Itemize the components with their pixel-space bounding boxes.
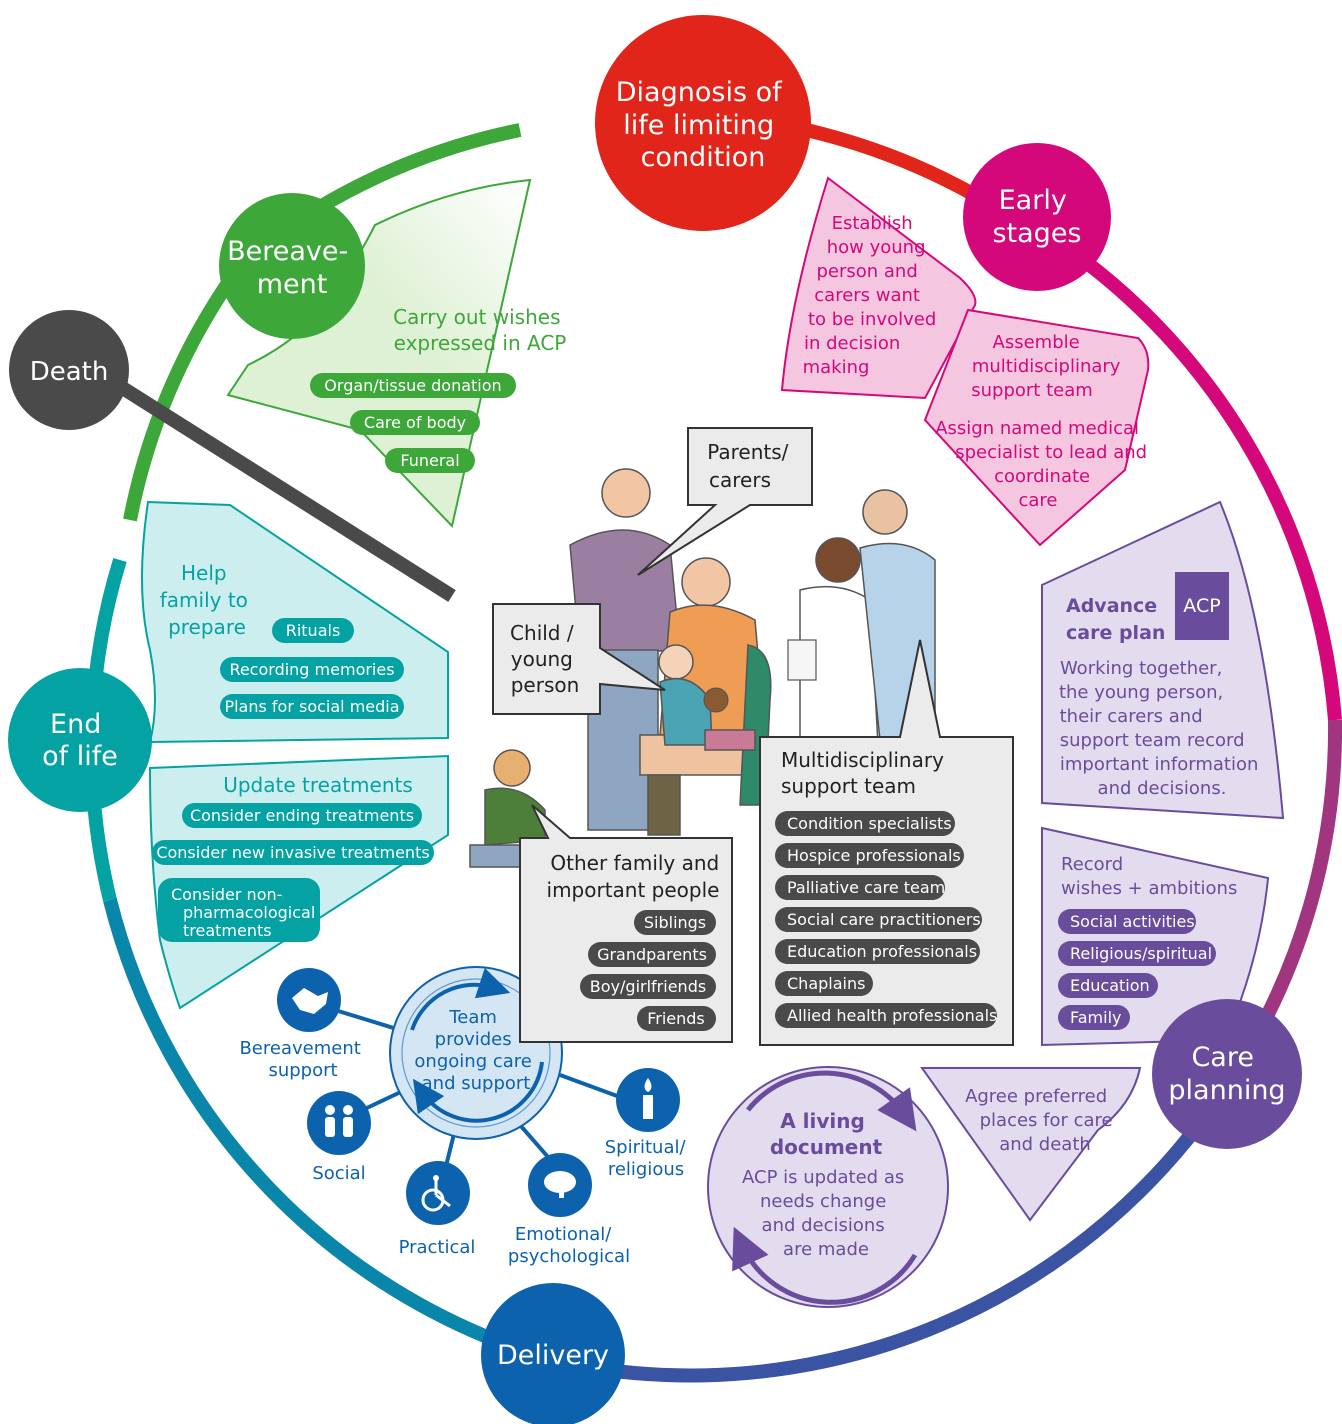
acp-badge xyxy=(1175,572,1229,640)
svg-text:Rituals: Rituals xyxy=(286,621,341,640)
svg-text:Friends: Friends xyxy=(647,1009,705,1028)
carry-out-items: Organ/tissue donation Care of body Funer… xyxy=(310,373,516,473)
svg-text:Consider ending treatments: Consider ending treatments xyxy=(190,806,414,825)
svg-text:Education: Education xyxy=(1070,976,1150,995)
svg-text:Multidisciplinary suppor: Multidisciplinary support team xyxy=(781,748,950,798)
wheelchair-icon xyxy=(421,1180,451,1212)
svg-text:Religious/spiritual: Religious/spiritual xyxy=(1070,944,1212,963)
stage-diagnosis: Diagnosis of life limiting condition xyxy=(595,15,811,231)
svg-text:Bereavement support: Bereavement support xyxy=(239,1038,366,1081)
establish-panel xyxy=(780,176,977,400)
help-family-title: Help family to prepare xyxy=(160,561,255,639)
delivery-label: Delivery xyxy=(497,1340,609,1371)
other-family-box: Other family and important people Siblin… xyxy=(519,804,733,1043)
svg-text:Chaplains: Chaplains xyxy=(787,974,865,993)
death-spoke xyxy=(106,374,456,602)
svg-text:Parents/ carers: Parents/ carers xyxy=(707,440,795,492)
people-illustration xyxy=(469,468,936,868)
social-node: Social xyxy=(307,1091,371,1184)
care-planning-label: Care planning xyxy=(1168,1042,1285,1106)
svg-text:Condition specialists: Condition specialists xyxy=(787,814,952,833)
svg-text:Spiritual/ religious: Spiritual/ religious xyxy=(605,1137,692,1180)
stage-bereavement: Bereave- ment xyxy=(219,193,365,339)
people-icon xyxy=(325,1105,353,1137)
living-body: ACP is updated as needs change and decis… xyxy=(742,1167,910,1260)
svg-text:Social activities: Social activities xyxy=(1070,912,1195,931)
pill-family xyxy=(1058,1005,1130,1030)
emotional-node: Emotional/ psychological xyxy=(508,1153,630,1267)
bereavement-label: Bereave- ment xyxy=(227,236,357,300)
svg-text:Boy/girlfriends: Boy/girlfriends xyxy=(590,977,706,996)
assemble-panel xyxy=(923,308,1150,547)
mdt-box: Multidisciplinary support team Condition… xyxy=(759,639,1014,1046)
death-label: Death xyxy=(30,357,109,387)
stage-death: Death xyxy=(9,310,129,430)
cycle-arrows-icon xyxy=(410,967,511,1031)
svg-text:Organ/tissue donation: Organ/tissue donation xyxy=(324,376,501,395)
non-pharm-text: Consider non- pharmacological treatments xyxy=(171,885,320,940)
svg-text:Funeral: Funeral xyxy=(400,451,459,470)
establish-text: Establish how young person and carers wa… xyxy=(803,213,942,378)
parents-bubble: Parents/ carers xyxy=(637,427,813,576)
stage-care-planning: Care planning xyxy=(1152,999,1302,1149)
svg-text:Practical: Practical xyxy=(399,1237,476,1258)
svg-text:Allied health professionals: Allied health professionals xyxy=(787,1006,997,1025)
carry-out-title: Carry out wishes expressed in ACP xyxy=(393,305,567,355)
svg-text:Social: Social xyxy=(312,1163,365,1184)
record-title: Record wishes + ambitions xyxy=(1061,854,1237,899)
assign-text: Assign named medical specialist to lead … xyxy=(935,418,1153,511)
pill-religious xyxy=(1058,941,1216,966)
svg-text:Emotional/ psychological: Emotional/ psychological xyxy=(508,1224,630,1267)
update-title: Update treatments xyxy=(223,773,413,797)
svg-text:Care of body: Care of body xyxy=(364,413,466,432)
living-title: A living document xyxy=(770,1109,883,1159)
diagnosis-label: Diagnosis of life limiting condition xyxy=(616,77,790,173)
acp-title: Advance care plan xyxy=(1066,595,1165,644)
svg-text:Plans for social media: Plans for social media xyxy=(224,697,399,716)
svg-text:Siblings: Siblings xyxy=(644,913,706,932)
svg-text:Education professionals: Education professionals xyxy=(787,942,977,961)
handshake-icon xyxy=(292,988,328,1014)
agree-panel xyxy=(920,1067,1142,1222)
svg-text:Child / young pers: Child / young person xyxy=(510,621,580,697)
update-items: Consider ending treatments Consider new … xyxy=(152,803,434,942)
svg-text:Other family and importa: Other family and important people xyxy=(547,851,726,902)
svg-text:Grandparents: Grandparents xyxy=(597,945,707,964)
svg-text:Recording memories: Recording memories xyxy=(229,660,394,679)
pill-social-activities xyxy=(1058,909,1196,934)
end-of-life-label: End of life xyxy=(42,709,118,772)
acp-badge-text: ACP xyxy=(1183,595,1220,617)
svg-text:Consider new invasive treatmen: Consider new invasive treatments xyxy=(156,843,429,862)
stage-early: Early stages xyxy=(963,143,1111,291)
help-family-items: Rituals Recording memories Plans for soc… xyxy=(220,618,404,719)
pill-education xyxy=(1058,973,1158,998)
spiritual-node: Spiritual/ religious xyxy=(605,1068,692,1180)
early-label: Early stages xyxy=(992,185,1081,249)
bereavement-support-node: Bereavement support xyxy=(239,968,366,1081)
record-items: Social activities Religious/spiritual Ed… xyxy=(1058,909,1216,1030)
svg-text:Social care practitioners: Social care practitioners xyxy=(787,910,981,929)
svg-text:Hospice professionals: Hospice professionals xyxy=(787,846,961,865)
candle-icon xyxy=(643,1078,653,1119)
agree-text: Agree preferred places for care and deat… xyxy=(965,1086,1118,1155)
svg-text:Palliative care team: Palliative care team xyxy=(787,878,945,897)
stage-end-of-life: End of life xyxy=(8,668,152,812)
svg-text:Family: Family xyxy=(1070,1008,1121,1027)
stage-delivery: Delivery xyxy=(481,1283,625,1424)
practical-node: Practical xyxy=(399,1161,476,1258)
assemble-text: Assemble multidisciplinary support team xyxy=(971,332,1126,401)
team-center-text: Team provides ongoing care and support xyxy=(414,1007,537,1094)
brain-icon xyxy=(544,1171,576,1198)
child-bubble: Child / young person xyxy=(492,603,666,715)
acp-body: Working together, the young person, thei… xyxy=(1059,658,1264,799)
